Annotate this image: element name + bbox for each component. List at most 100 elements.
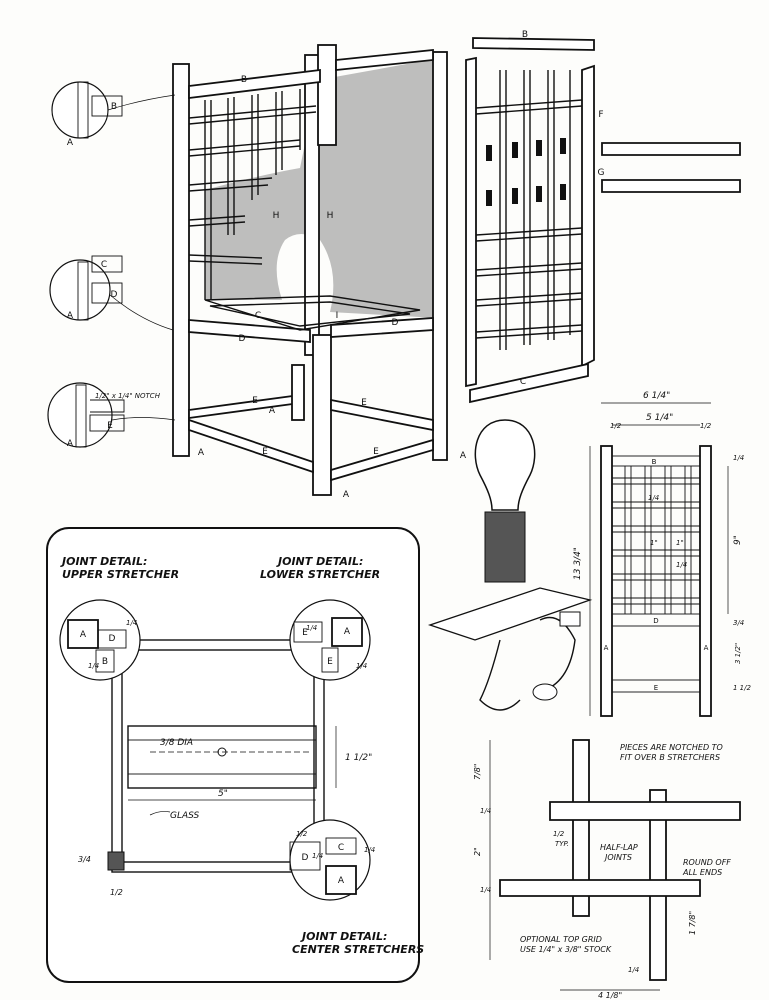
detail-circle-bottom: [47, 382, 125, 448]
front-label-d: D: [653, 617, 658, 625]
joint-detail-center: JOINT DETAIL:CENTER STRETCHERS: [292, 930, 424, 956]
front-right-post-top: [317, 44, 337, 146]
light-bulb: [474, 419, 536, 511]
front-mid-gap: 3 1/2": [734, 643, 742, 664]
notched-stretcher-1: [601, 142, 741, 156]
glass-label: GLASS: [170, 811, 200, 821]
top-grid-detail: [489, 739, 741, 991]
front-label-a-right: A: [704, 644, 709, 652]
label-h-2: H: [327, 211, 334, 221]
upper-dim-b: 1/4: [88, 662, 99, 670]
label-a-4: A: [460, 451, 467, 461]
grid-dim-mid: 2": [473, 847, 482, 856]
label-a-3: A: [343, 490, 350, 500]
front-width-outer: 6 1/4": [643, 391, 670, 401]
lower-stretcher-e-back: [188, 393, 301, 420]
d-stretcher: [188, 319, 311, 343]
socket: [484, 511, 526, 583]
back-right-post: [432, 51, 448, 461]
plan-width-dimension: 5": [218, 789, 228, 799]
post-side-dimension: 3/4: [78, 855, 91, 864]
back-left-post: [304, 54, 320, 356]
label-e-2: E: [361, 398, 367, 408]
plan-c-center: C: [338, 843, 344, 853]
plan-d-upper: D: [109, 634, 116, 644]
back-glass-panel: [205, 58, 440, 318]
grid-dim-lower-left: 1/4: [480, 886, 491, 894]
plan-circle-center: [289, 819, 371, 901]
exploded-assembly: [47, 37, 741, 496]
front-cell-2: 1": [676, 539, 684, 547]
front-grid-height: 9": [733, 535, 743, 545]
center-dim-c: 1/4: [364, 846, 375, 854]
lower-dim-b: 1/4: [356, 662, 367, 670]
plan-a-center: A: [338, 876, 345, 886]
plan-e-lower-2: E: [327, 657, 333, 667]
detail-label-e: E: [107, 421, 113, 431]
front-end-left: 1/2: [610, 422, 622, 430]
detail-label-c: C: [101, 260, 107, 270]
front-elevation-text: 6 1/4" 5 1/4" 1/2 1/2 13 3/4" 9" 1/4 3/4…: [573, 391, 751, 692]
grid-dim-half: 1/2: [553, 830, 565, 838]
front-space: 1/4: [648, 494, 659, 502]
plan-d-center: D: [302, 853, 309, 863]
label-f: F: [598, 110, 603, 120]
front-space-2: 1/4: [676, 561, 687, 569]
front-height: 13 3/4": [573, 547, 583, 580]
label-i: I: [336, 311, 339, 321]
front-end-right: 1/2: [700, 422, 712, 430]
front-top-gap: 1/4: [733, 454, 744, 462]
detail-label-a-3: A: [67, 439, 74, 449]
grid-dim-typ: TYP.: [555, 840, 569, 848]
grid-dim-width: 4 1/8": [598, 991, 622, 1000]
joint-detail-lower: JOINT DETAIL:LOWER STRETCHER: [260, 555, 380, 581]
back-left-post-lower: [291, 364, 305, 421]
detail-label-a-1: A: [67, 138, 74, 148]
front-left-post: [172, 63, 190, 457]
notch-note: 1/2" x 1/4" NOTCH: [95, 392, 161, 400]
label-e-4: E: [373, 447, 379, 457]
front-label-e: E: [654, 684, 658, 692]
plan-letters: A D B A E E A D C: [80, 627, 351, 886]
front-d-gap: 3/4: [733, 619, 744, 627]
plan-e-lower: E: [302, 628, 308, 638]
hole-dimension: 3/8 DIA: [160, 738, 193, 748]
detail-label-a-2: A: [67, 311, 74, 321]
exploded-part-labels: B B F G H H C I D D C E E E E A A A A B …: [67, 30, 605, 500]
detail-label-b: B: [111, 102, 117, 112]
joint-detail-upper: JOINT DETAIL:UPPER STRETCHER: [60, 555, 179, 581]
front-cell-1: 1": [650, 539, 658, 547]
label-h-1: H: [273, 211, 280, 221]
plan-circle-lower: [289, 599, 371, 681]
stretcher-c-part: [469, 362, 589, 404]
plan-circle-upper: [59, 599, 141, 681]
label-b: B: [241, 75, 247, 85]
plan-view: [107, 639, 337, 873]
label-c-part: C: [520, 377, 526, 387]
center-dim-b: 1/4: [312, 852, 323, 860]
front-right-post-bottom: [312, 334, 332, 496]
plan-a-upper: A: [80, 630, 87, 640]
front-elevation: [589, 402, 729, 717]
label-e-1: E: [252, 396, 258, 406]
label-d: D: [239, 334, 246, 344]
front-label-b: B: [652, 458, 657, 466]
grid-dim-left: 1/4: [480, 807, 491, 815]
label-c: C: [255, 311, 261, 321]
detail-circle-middle: [49, 255, 123, 321]
label-a-2: A: [198, 448, 205, 458]
exploded-side-panel: [465, 37, 595, 404]
plan-view-text: JOINT DETAIL:UPPER STRETCHER JOINT DETAI…: [60, 555, 424, 956]
plan-a-lower: A: [344, 627, 351, 637]
bulb-assembly: [427, 419, 593, 711]
detail-label-d: D: [111, 290, 118, 300]
stretcher-b-part: [472, 37, 595, 51]
lower-dim-a: 1/4: [306, 624, 317, 632]
grid-dim-bottom: 1 7/8": [688, 911, 697, 935]
label-d-right: D: [392, 318, 399, 328]
center-dim-a: 1/2: [296, 830, 308, 838]
